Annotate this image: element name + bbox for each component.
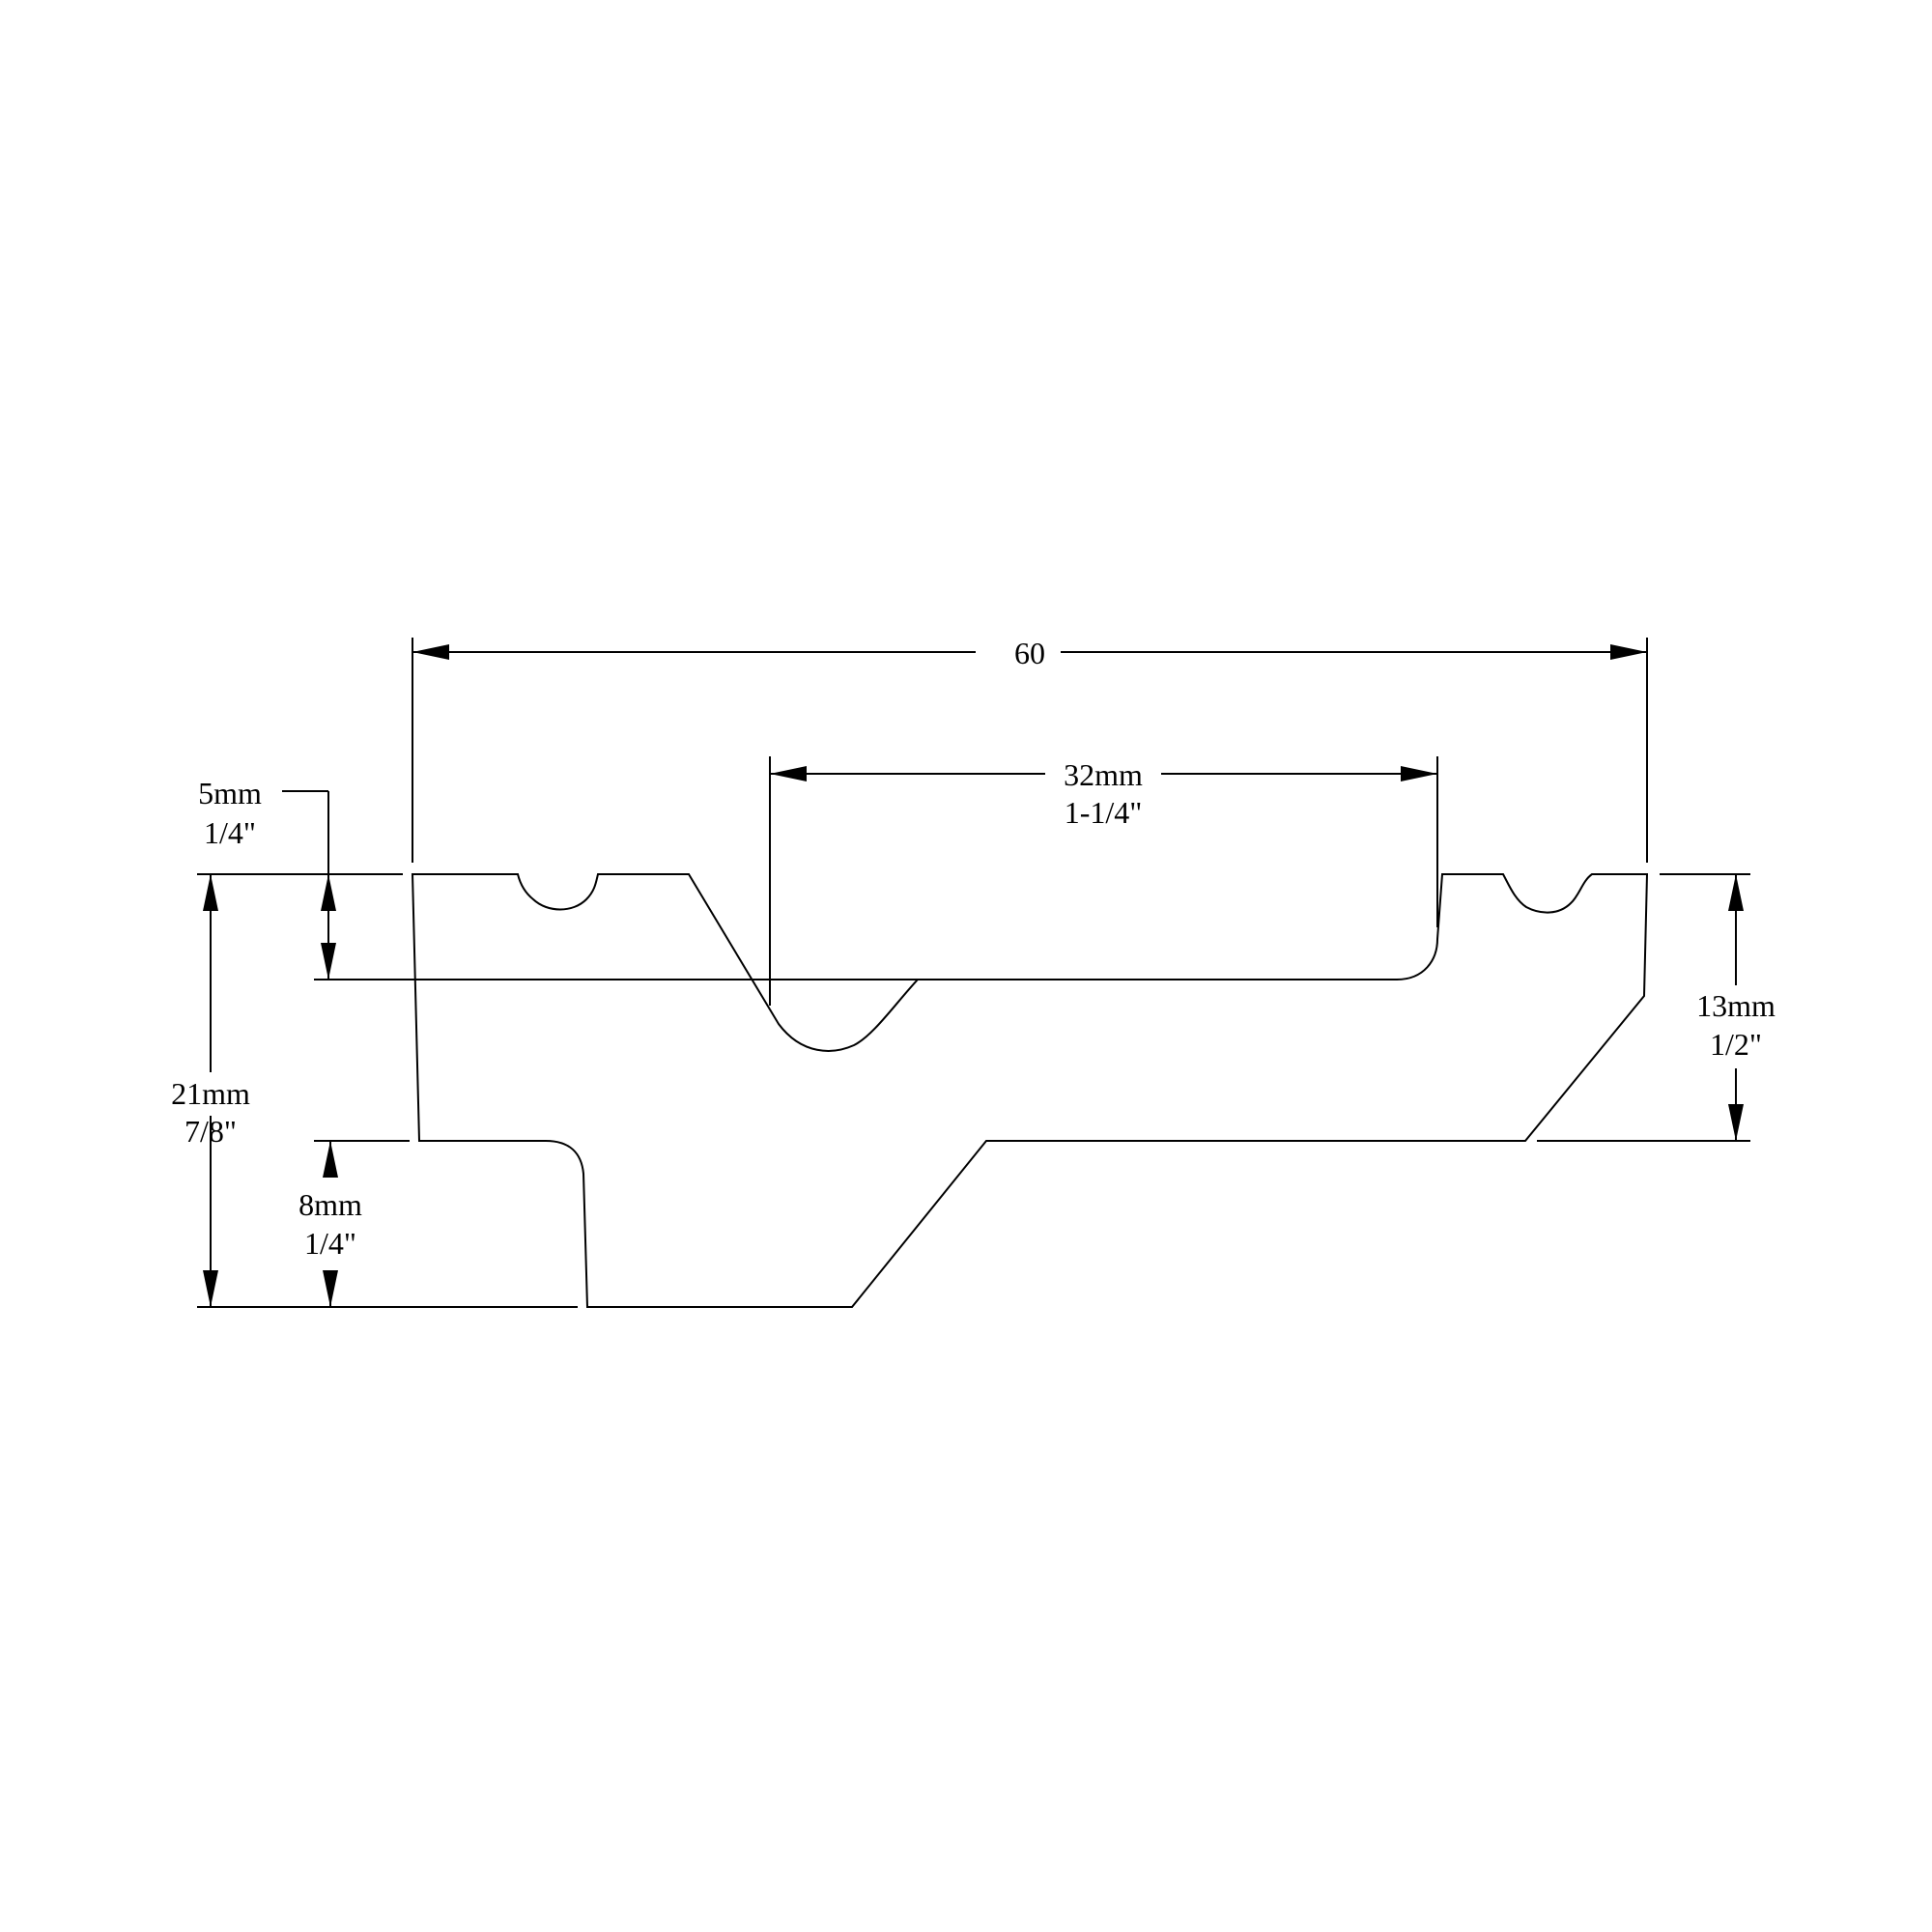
center-width-imperial-label: 1-1/4" — [1065, 795, 1143, 830]
total-height-imperial-label: 7/8" — [185, 1114, 237, 1149]
profile-outline — [411, 873, 1649, 1308]
total-height-dimension: 21mm 7/8" — [171, 873, 578, 1308]
base-height-metric-label: 8mm — [298, 1187, 362, 1222]
top-step-dimension: 5mm 1/4" — [198, 776, 918, 980]
total-height-metric-label: 21mm — [171, 1076, 250, 1111]
base-height-imperial-label: 1/4" — [304, 1226, 356, 1261]
base-height-arrow-bottom — [323, 1270, 338, 1307]
right-height-dimension: 13mm 1/2" — [1537, 873, 1776, 1142]
top-step-imperial-label: 1/4" — [204, 815, 256, 850]
center-width-label-bg — [1045, 750, 1161, 798]
base-height-arrow-top — [323, 1141, 338, 1178]
overall-width-dimension: 60 — [412, 628, 1648, 863]
center-width-dimension: 32mm 1-1/4" — [769, 750, 1438, 1006]
right-height-arrow-bottom — [1728, 1104, 1744, 1141]
right-height-metric-label: 13mm — [1696, 988, 1776, 1023]
total-height-arrow-bottom — [203, 1270, 218, 1307]
center-width-metric-label: 32mm — [1064, 757, 1143, 792]
top-step-arrow-top — [321, 874, 336, 911]
right-height-arrow-top — [1728, 874, 1744, 911]
base-height-dimension: 8mm 1/4" — [298, 1140, 410, 1307]
overall-width-label: 60 — [1014, 636, 1045, 670]
right-height-imperial-label: 1/2" — [1710, 1027, 1762, 1062]
center-width-arrow-right — [1401, 766, 1437, 781]
center-width-arrow-left — [770, 766, 807, 781]
overall-width-arrow-right — [1610, 644, 1647, 660]
overall-width-arrow-left — [412, 644, 449, 660]
top-step-arrow-bottom — [321, 943, 336, 980]
overall-width-label-bg — [976, 628, 1061, 676]
top-step-metric-label: 5mm — [198, 776, 262, 810]
total-height-arrow-top — [203, 874, 218, 911]
